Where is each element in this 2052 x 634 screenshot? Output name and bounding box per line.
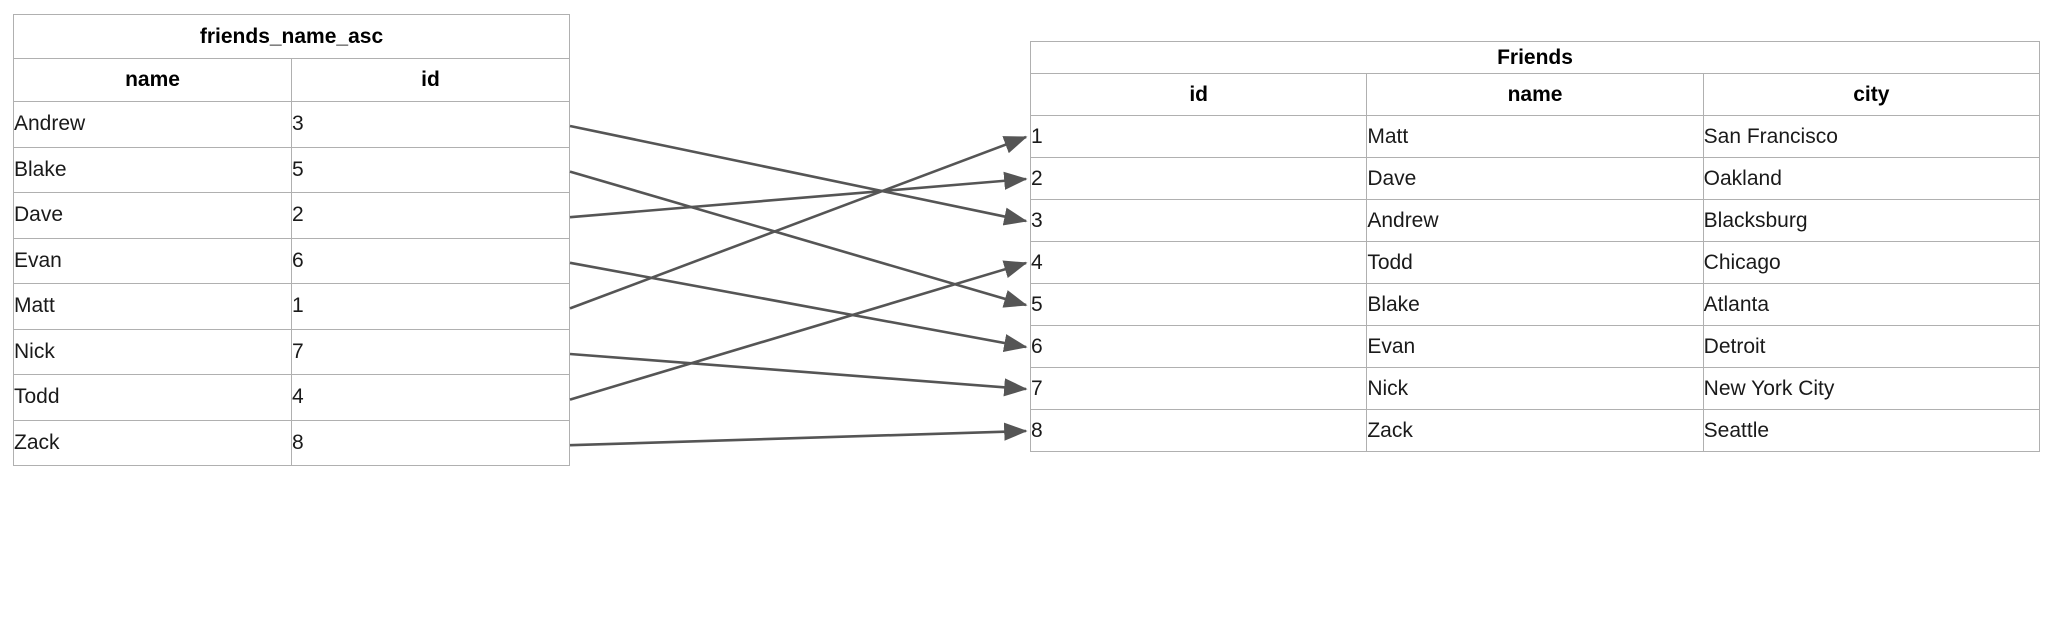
right-cell-id: 6 — [1029, 325, 1368, 368]
left-col-header-id: id — [291, 58, 570, 102]
left-cell-name: Todd — [13, 374, 292, 421]
right-cell-id: 3 — [1029, 199, 1368, 242]
connection-arrow-todd — [569, 260, 1028, 401]
right-table-title-row: Friends — [1030, 41, 2040, 74]
right-table: Friends id name city 1 Matt San Francisc… — [1029, 41, 2041, 452]
right-cell-city: San Francisco — [1702, 115, 2041, 158]
left-cell-name: Zack — [13, 419, 292, 466]
right-col-header-name: name — [1366, 73, 1704, 116]
right-cell-name: Todd — [1366, 241, 1704, 284]
table-row: 7 Nick New York City — [1029, 367, 2041, 410]
table-row: 5 Blake Atlanta — [1029, 283, 2041, 326]
right-cell-name: Blake — [1366, 283, 1704, 326]
right-table-title: Friends — [1030, 41, 2040, 74]
right-cell-city: Detroit — [1702, 325, 2041, 368]
right-cell-name: Nick — [1366, 367, 1704, 410]
right-cell-name: Zack — [1366, 409, 1704, 452]
right-cell-id: 1 — [1029, 115, 1368, 158]
connection-arrow-matt — [569, 135, 1028, 310]
right-col-header-id: id — [1029, 73, 1368, 116]
right-cell-name: Evan — [1366, 325, 1704, 368]
right-table-header-row: id name city — [1029, 73, 2041, 116]
table-row: Dave 2 — [13, 192, 570, 239]
table-row: Blake 5 — [13, 146, 570, 193]
connection-arrow-nick — [569, 352, 1028, 397]
left-cell-id: 4 — [291, 374, 570, 421]
connection-arrow-blake — [569, 170, 1028, 308]
left-col-header-name: name — [13, 58, 292, 102]
table-row: Andrew 3 — [13, 101, 570, 148]
left-cell-id: 8 — [291, 419, 570, 466]
left-table: friends_name_asc name id Andrew 3 Blake … — [13, 14, 570, 466]
right-cell-id: 8 — [1029, 409, 1368, 452]
right-cell-city: Blacksburg — [1702, 199, 2041, 242]
right-cell-id: 4 — [1029, 241, 1368, 284]
left-cell-id: 2 — [291, 192, 570, 239]
table-row: 3 Andrew Blacksburg — [1029, 199, 2041, 242]
right-cell-id: 2 — [1029, 157, 1368, 200]
right-cell-name: Matt — [1366, 115, 1704, 158]
right-cell-city: Atlanta — [1702, 283, 2041, 326]
left-cell-id: 5 — [291, 146, 570, 193]
table-row: 2 Dave Oakland — [1029, 157, 2041, 200]
connection-arrow-dave — [569, 171, 1028, 219]
left-cell-name: Dave — [13, 192, 292, 239]
table-row: 4 Todd Chicago — [1029, 241, 2041, 284]
right-cell-name: Andrew — [1366, 199, 1704, 242]
right-cell-id: 7 — [1029, 367, 1368, 410]
left-cell-name: Blake — [13, 146, 292, 193]
left-cell-name: Matt — [13, 283, 292, 330]
right-cell-city: New York City — [1702, 367, 2041, 410]
left-table-title: friends_name_asc — [13, 14, 570, 59]
right-cell-id: 5 — [1029, 283, 1368, 326]
left-cell-id: 1 — [291, 283, 570, 330]
left-cell-name: Nick — [13, 328, 292, 375]
right-cell-name: Dave — [1366, 157, 1704, 200]
right-cell-city: Seattle — [1702, 409, 2041, 452]
table-row: Matt 1 — [13, 283, 570, 330]
table-row: Nick 7 — [13, 328, 570, 375]
right-cell-city: Chicago — [1702, 241, 2041, 284]
left-table-header-row: name id — [13, 58, 570, 102]
left-cell-name: Andrew — [13, 101, 292, 148]
left-table-title-row: friends_name_asc — [13, 14, 570, 59]
table-row: 1 Matt San Francisco — [1029, 115, 2041, 158]
left-cell-id: 3 — [291, 101, 570, 148]
table-row: 8 Zack Seattle — [1029, 409, 2041, 452]
table-row: 6 Evan Detroit — [1029, 325, 2041, 368]
table-row: Todd 4 — [13, 374, 570, 421]
connection-arrow-andrew — [569, 124, 1028, 226]
table-row: Zack 8 — [13, 419, 570, 466]
connection-arrow-evan — [569, 261, 1028, 352]
right-col-header-city: city — [1702, 73, 2041, 116]
connection-arrow-zack — [569, 422, 1028, 447]
left-cell-id: 6 — [291, 237, 570, 284]
right-cell-city: Oakland — [1702, 157, 2041, 200]
left-cell-id: 7 — [291, 328, 570, 375]
left-cell-name: Evan — [13, 237, 292, 284]
table-row: Evan 6 — [13, 237, 570, 284]
